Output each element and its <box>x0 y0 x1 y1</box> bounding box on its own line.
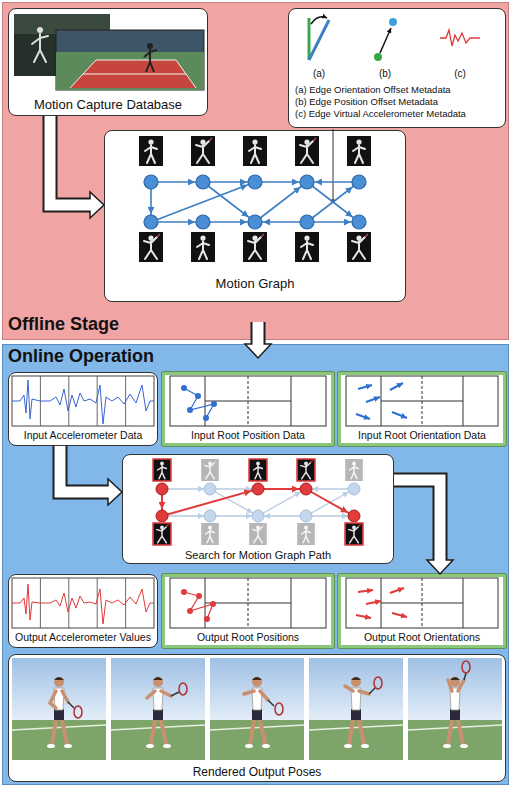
data-panel: Input Accelerometer Data <box>8 372 158 446</box>
output-orientation-court <box>346 578 498 628</box>
arrow-body <box>60 446 110 492</box>
stage-band: Input Accelerometer Data Input Root Posit… <box>2 344 509 785</box>
arrow-head <box>90 192 104 218</box>
stage-title: Online Operation <box>8 346 268 368</box>
search-box: Search for Motion Graph Path <box>122 454 394 564</box>
panel-label: Output Accelerometer Values <box>8 631 158 644</box>
arrow-outline <box>394 480 440 560</box>
metadata-icons <box>309 17 480 61</box>
arrow-head <box>245 344 271 358</box>
graph-box: Motion Graph <box>104 130 406 302</box>
metadata-box: (a) (b) (c) (a) Edge Orientation Offset Met… <box>288 8 506 128</box>
input-position-court <box>170 376 326 426</box>
output-position-court <box>170 578 326 628</box>
flow-arrow <box>245 322 271 358</box>
data-panel: Input Root Orientation Data <box>338 372 506 446</box>
arrow-body <box>394 480 440 562</box>
data-panel: Output Root Positions <box>162 574 334 648</box>
database-box: Motion Capture Database <box>8 8 208 116</box>
flow-arrow <box>50 116 104 218</box>
data-panel: Output Root Orientations <box>338 574 506 648</box>
input-orientation-court <box>346 376 498 426</box>
box-label: Motion Graph <box>104 276 406 292</box>
legend-text: (b) Edge Position Offset Metadata <box>295 96 501 107</box>
rendered-poses <box>12 658 502 760</box>
arrow-outline <box>50 116 90 205</box>
arrow-outline <box>251 322 266 344</box>
data-panel: Input Root Position Data <box>162 372 334 446</box>
icon-label: (c) <box>443 68 477 80</box>
motion-graph <box>139 136 371 262</box>
panel-label: Input Root Orientation Data <box>338 429 506 442</box>
arrow-head <box>427 560 453 574</box>
flow-arrow <box>394 480 453 574</box>
icon-label: (b) <box>368 68 402 80</box>
stage-title: Offline Stage <box>8 314 248 336</box>
flow-arrow <box>60 446 122 505</box>
output-accelerometer-plot <box>12 578 154 628</box>
input-accelerometer-plot <box>12 376 154 426</box>
arrow-body <box>50 116 92 205</box>
panel-label: Output Root Positions <box>162 631 334 644</box>
stage-band: Motion Capture Database (a) (b) (c) (a) Edge… <box>2 2 509 340</box>
data-panel: Output Accelerometer Values <box>8 574 158 648</box>
legend-text: (c) Edge Virtual Accelerometer Metadata <box>295 108 501 119</box>
box-label: Rendered Output Poses <box>8 765 506 779</box>
box-label: Motion Capture Database <box>8 97 208 113</box>
arrow-head <box>108 479 122 505</box>
capture-photos <box>14 14 204 90</box>
search-graph <box>153 459 363 545</box>
panel-label: Input Root Position Data <box>162 429 334 442</box>
panel-label: Output Root Orientations <box>338 631 506 644</box>
panel-label: Input Accelerometer Data <box>8 429 158 442</box>
icon-label: (a) <box>302 68 336 80</box>
legend-text: (a) Edge Orientation Offset Metadata <box>295 84 501 95</box>
render-box: Rendered Output Poses <box>8 654 506 782</box>
arrow-body <box>253 322 264 346</box>
box-label: Search for Motion Graph Path <box>122 549 394 562</box>
arrow-outline <box>60 446 108 492</box>
leader-line <box>331 129 335 203</box>
